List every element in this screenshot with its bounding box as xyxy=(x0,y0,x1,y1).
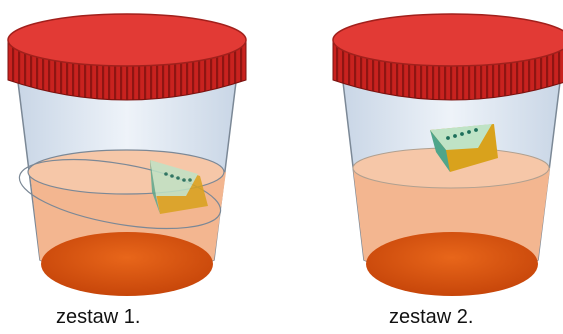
jar-2-lid-top xyxy=(333,14,563,66)
jar-set-1 xyxy=(8,14,246,296)
jar-set-2 xyxy=(333,14,563,296)
jar-1-caption: zestaw 1. xyxy=(56,306,140,329)
jar-1-sediment xyxy=(41,232,213,296)
jar-2-sediment xyxy=(366,232,538,296)
jar-2-caption: zestaw 2. xyxy=(389,306,473,329)
jar-1-lid-top xyxy=(8,14,246,66)
